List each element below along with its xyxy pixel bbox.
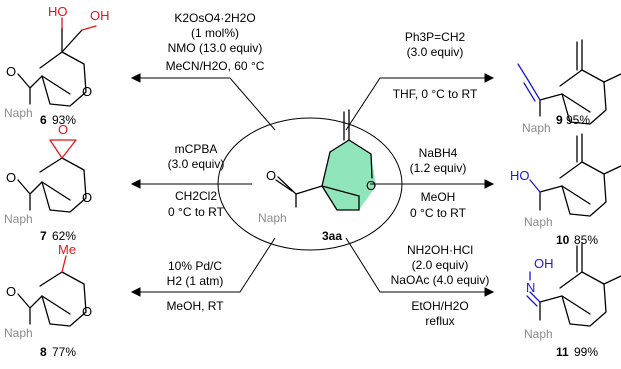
cond-11-4: EtOH/H2O (411, 299, 468, 313)
number-10: 10 (556, 233, 570, 247)
number-7: 7 (40, 229, 47, 243)
yield-8: 77% (52, 345, 76, 359)
cond-6-2: (1 mol%) (191, 26, 239, 40)
cond-11-5: reflux (425, 314, 454, 328)
naph-10: Naph (524, 215, 553, 229)
cond-7-4: 0 °C to RT (168, 205, 225, 219)
cond-6-1: K2OsO4·2H2O (174, 11, 255, 25)
cond-7-3: CH2Cl2 (175, 189, 217, 203)
cond-10-2: (1.2 equiv) (410, 161, 467, 175)
epoxide-o-7: O (58, 122, 68, 137)
cond-10-4: 0 °C to RT (410, 206, 467, 220)
yield-9: 95% (566, 113, 590, 127)
yield-7: 62% (52, 229, 76, 243)
cond-7-2: (3.0 equiv) (168, 157, 225, 171)
carbonyl-o-7: O (6, 170, 16, 185)
yield-10: 85% (574, 233, 598, 247)
number-6: 6 (40, 113, 47, 127)
ring-oxygen: O (366, 178, 376, 193)
cond-9-2: (3.0 equiv) (407, 45, 464, 59)
oxime-n-11: N (526, 280, 535, 295)
cond-6-4: MeCN/H2O, 60 °C (166, 59, 265, 73)
yield-11: 99% (574, 345, 598, 359)
number-11: 11 (556, 345, 569, 359)
carbonyl-oxygen: O (266, 168, 276, 183)
cond-7-1: mCPBA (175, 142, 218, 156)
compound-6: HO OH O O Naph 6 93% (4, 4, 110, 127)
methyl-8: Me (58, 242, 76, 257)
hydroxyl-6b: OH (90, 8, 110, 23)
carbonyl-o-8: O (6, 284, 16, 299)
cond-11-2: (2.0 equiv) (412, 258, 469, 272)
ring-o-7: O (82, 190, 92, 205)
cond-9-1: Ph3P=CH2 (405, 30, 466, 44)
hydroxyl-10: HO (510, 168, 530, 183)
carbonyl-o-6: O (6, 64, 16, 79)
compound-11: N OH Naph 11 99% (524, 243, 621, 359)
compound-3aa: O O Naph 3aa (258, 109, 376, 243)
compound-7: O O O Naph 7 62% (4, 122, 92, 243)
cond-10-3: MeOH (421, 190, 456, 204)
compound-3aa-label: 3aa (322, 229, 342, 243)
compound-8: Me O O Naph 8 77% (4, 242, 92, 359)
hydroxyl-6a: HO (48, 4, 68, 19)
arrows (130, 73, 495, 297)
oxime-oh-11: OH (534, 256, 554, 271)
conditions: K2OsO4·2H2O (1 mol%) NMO (13.0 equiv) Me… (166, 11, 490, 328)
naph-6: Naph (4, 106, 33, 120)
naph-7: Naph (4, 212, 33, 226)
cond-11-1: NH2OH·HCl (407, 243, 473, 257)
naph-11: Naph (524, 327, 553, 341)
naph-9: Naph (522, 121, 551, 135)
yield-6: 93% (52, 113, 76, 127)
naph-8: Naph (4, 326, 33, 340)
number-8: 8 (40, 345, 47, 359)
cond-6-3: NMO (13.0 equiv) (168, 41, 263, 55)
ring-o-8: O (82, 304, 92, 319)
cond-10-1: NaBH4 (419, 146, 458, 160)
cond-8-3: MeOH, RT (166, 299, 224, 313)
ring-o-6: O (82, 84, 92, 99)
cond-11-3: NaOAc (4.0 equiv) (391, 273, 490, 287)
cond-9-3: THF, 0 °C to RT (393, 87, 478, 101)
compound-9: Naph 9 95% (517, 39, 621, 135)
compound-10: HO Naph 10 85% (510, 133, 621, 247)
number-9: 9 (556, 113, 563, 127)
naph-label: Naph (258, 211, 287, 225)
cond-8-2: H2 (1 atm) (167, 274, 224, 288)
cond-8-1: 10% Pd/C (168, 259, 222, 273)
